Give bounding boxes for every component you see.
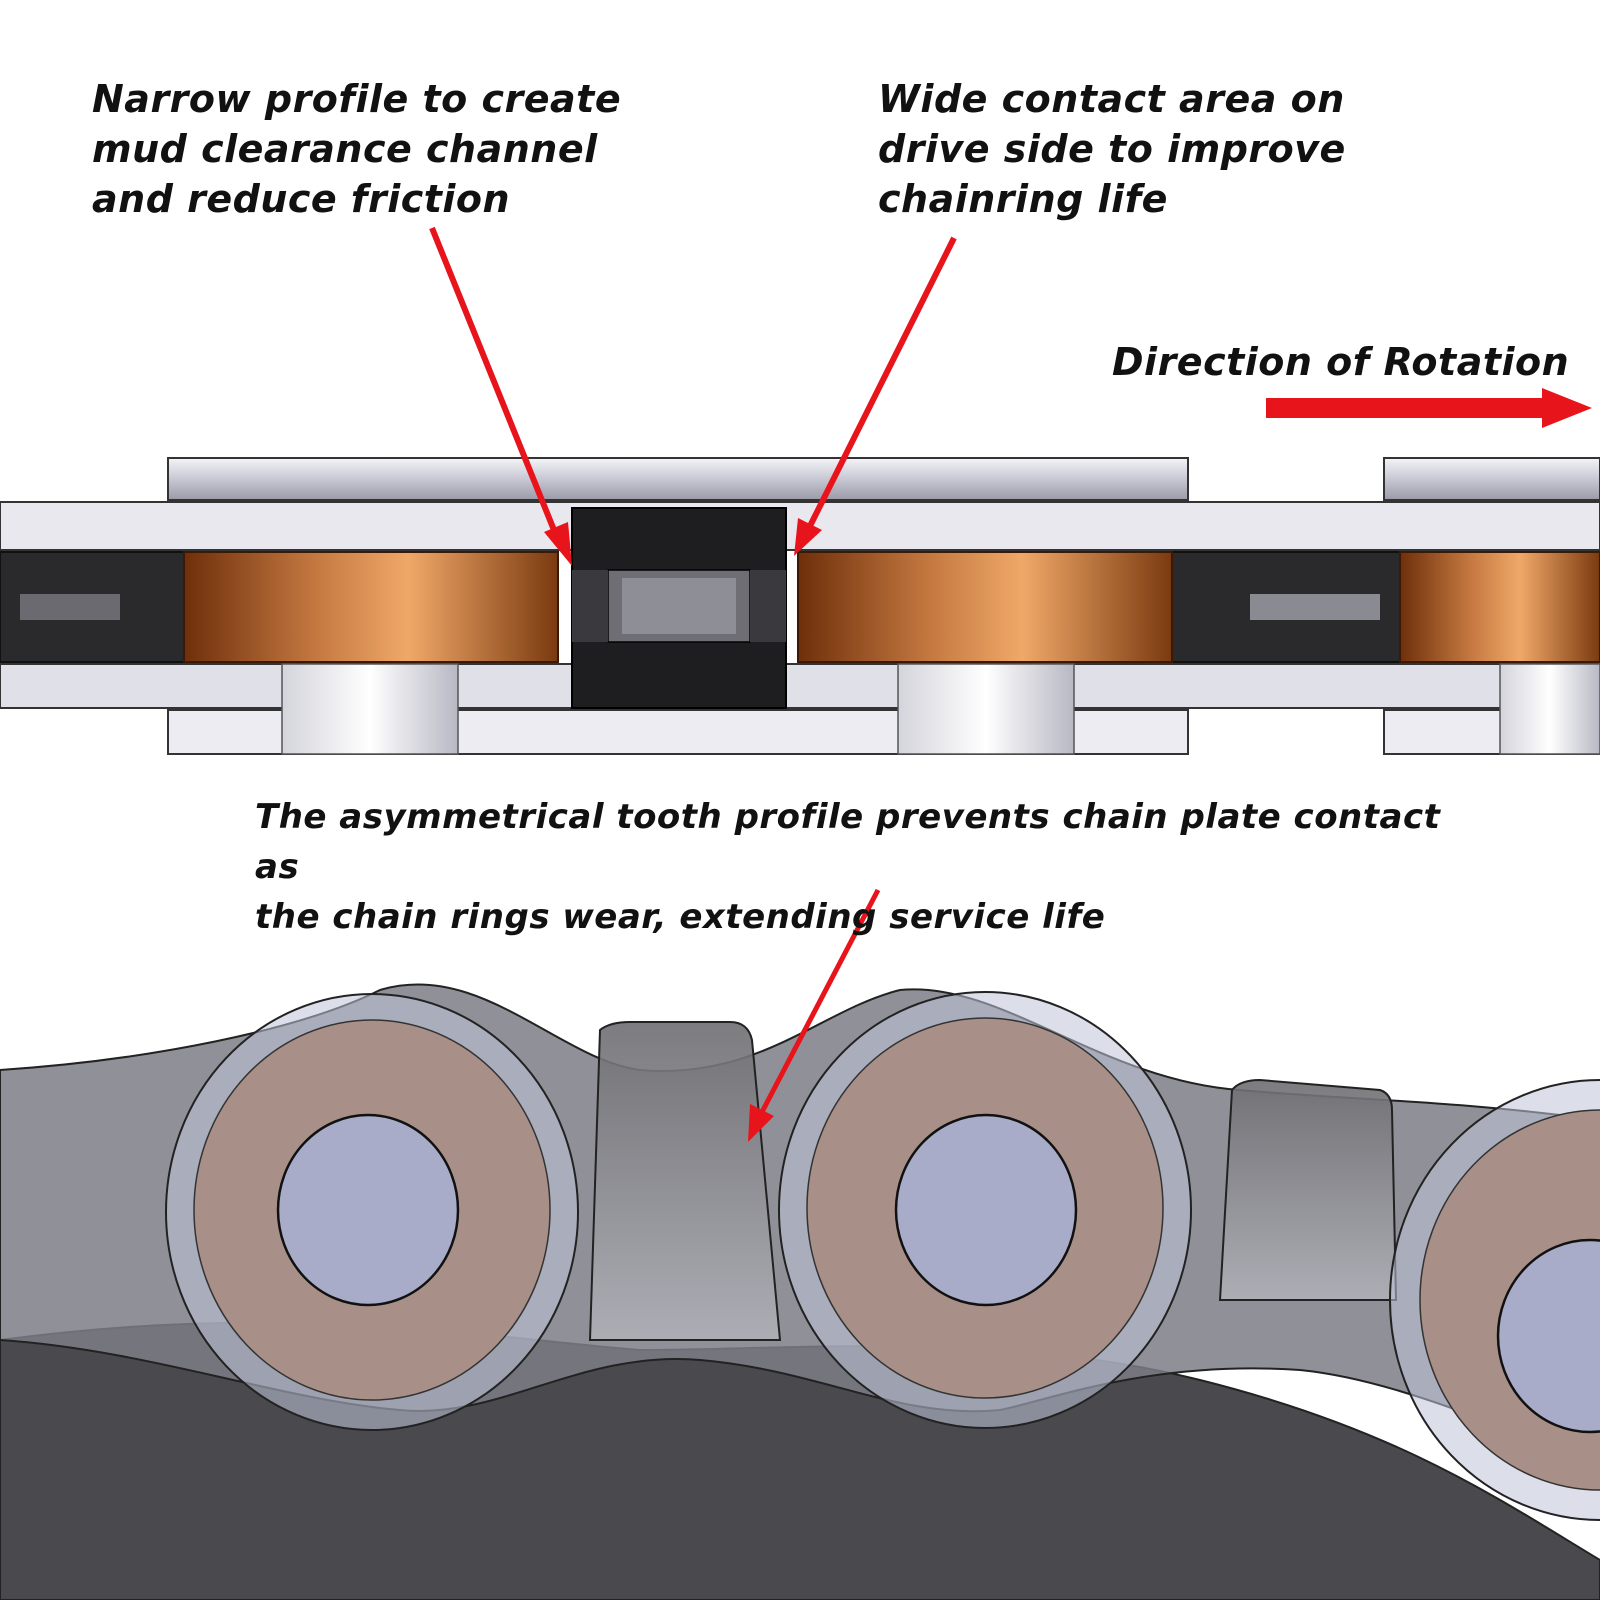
pin-top-mid [897, 663, 1075, 755]
roller-side-1 [165, 993, 579, 1431]
chain-top-view [0, 457, 1600, 755]
callout-asymmetrical: The asymmetrical tooth profile prevents … [255, 797, 1441, 937]
direction-arrow-shaft [1266, 398, 1546, 418]
gap-slot-right [1250, 594, 1380, 620]
callout-wide-contact: Wide contact area on drive side to impro… [878, 77, 1346, 221]
arrowhead-wide-contact [794, 518, 822, 556]
roller-right [1399, 551, 1600, 663]
outer-plate-top [167, 457, 1189, 501]
tooth-top-view [571, 507, 787, 709]
gap-slot-left [20, 594, 120, 620]
roller-mid [797, 551, 1173, 663]
pin-top-right [1499, 663, 1600, 755]
chain-side-view [0, 983, 1600, 1600]
roller-side-3 [1389, 1079, 1600, 1521]
arrow-narrow-profile [429, 226, 561, 542]
arrowhead-asymmetrical [748, 1104, 774, 1142]
roller-left [183, 551, 559, 663]
callout-narrow-profile: Narrow profile to create mud clearance c… [92, 77, 622, 221]
callout-direction: Direction of Rotation [1112, 340, 1570, 384]
outer-plate-top-right [1383, 457, 1600, 501]
pin-top-left [281, 663, 459, 755]
arrow-asymmetrical [759, 888, 881, 1114]
tooth-center [588, 1021, 782, 1341]
inner-plate-bottom [0, 663, 1600, 709]
roller-side-2 [778, 991, 1192, 1429]
callout-arrows [429, 226, 1592, 1142]
direction-arrow-head [1542, 388, 1592, 428]
arrow-wide-contact [805, 236, 957, 532]
tooth-right [1218, 1078, 1398, 1301]
arrowhead-narrow-profile [544, 522, 572, 566]
